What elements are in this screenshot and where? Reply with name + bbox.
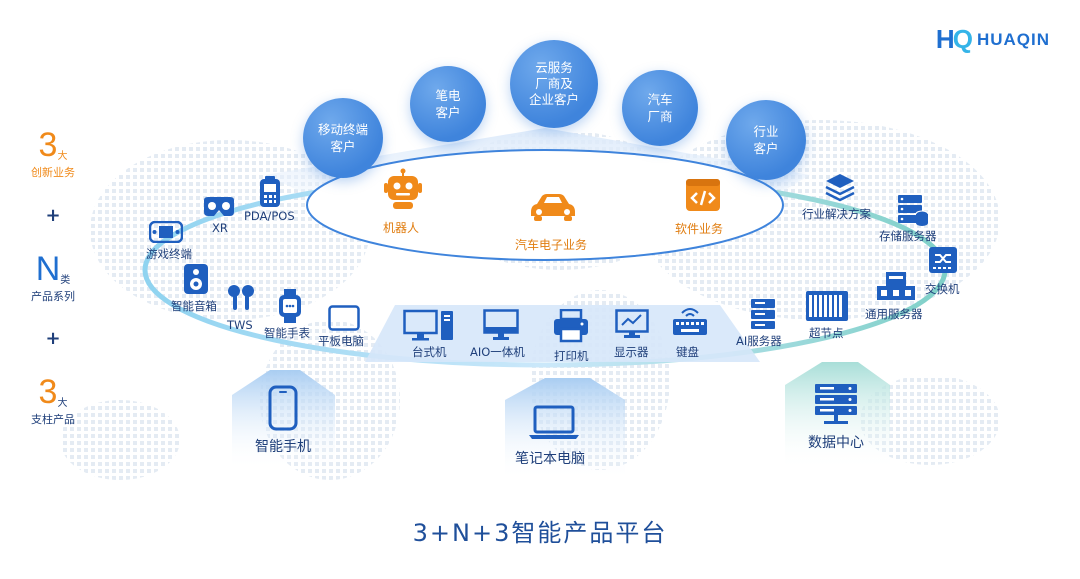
smartwatch-label: 智能手表 xyxy=(264,326,310,340)
left-block-innovation: 3大 创新业务 xyxy=(18,128,88,180)
monitor-icon xyxy=(615,309,649,339)
ai-server-icon xyxy=(750,298,776,330)
pda-pos-label: PDA/POS xyxy=(244,209,295,223)
keyboard-label: 键盘 xyxy=(676,345,699,359)
supernode-icon xyxy=(805,290,849,322)
customer-laptop: 笔电 客户 xyxy=(410,66,486,142)
brand-mark: HQ xyxy=(935,24,973,54)
supernode-label: 超节点 xyxy=(809,326,844,340)
brand-logo: HQ HUAQIN xyxy=(936,24,1050,55)
aio-label: AIO一体机 xyxy=(470,345,525,359)
car-icon xyxy=(527,192,579,222)
printer-icon xyxy=(553,309,589,343)
software-label: 软件业务 xyxy=(675,222,724,236)
aio-computer-icon xyxy=(483,309,519,341)
game-label: 游戏终端 xyxy=(146,247,192,261)
gamepad-icon xyxy=(149,221,183,243)
left-label-pillars: 支柱产品 xyxy=(31,413,75,426)
desktop-label: 台式机 xyxy=(412,345,447,359)
ai-server-label: AI服务器 xyxy=(736,334,782,348)
customer-auto: 汽车 厂商 xyxy=(622,70,698,146)
robot-icon xyxy=(383,168,423,210)
datacenter-label: 数据中心 xyxy=(808,435,864,451)
tablet-label: 平板电脑 xyxy=(318,334,364,348)
general-server-label: 通用服务器 xyxy=(865,307,923,321)
datacenter-icon xyxy=(814,383,858,425)
left-block-series: N类 产品系列 xyxy=(18,252,88,304)
monitor-label: 显示器 xyxy=(614,345,649,359)
left-label-innovation: 创新业务 xyxy=(31,166,75,179)
customer-industry: 行业 客户 xyxy=(726,100,806,180)
tablet-icon xyxy=(328,305,360,331)
desktop-icon xyxy=(403,309,455,341)
printer-label: 打印机 xyxy=(554,349,589,363)
code-icon xyxy=(685,178,721,212)
general-server-icon xyxy=(876,271,916,301)
laptop-icon xyxy=(528,405,580,441)
smartphone-label: 智能手机 xyxy=(255,439,311,455)
pillar-phone xyxy=(232,370,335,470)
layers-icon xyxy=(824,172,856,202)
left-label-series: 产品系列 xyxy=(31,290,75,303)
pos-terminal-icon xyxy=(259,176,281,208)
laptop-label: 笔记本电脑 xyxy=(515,451,585,467)
smart-speaker-label: 智能音箱 xyxy=(171,299,217,313)
switch-icon xyxy=(928,246,958,274)
earbuds-icon xyxy=(226,282,256,312)
brand-name: HUAQIN xyxy=(976,29,1050,49)
smartwatch-icon xyxy=(278,289,302,323)
plus-sign: + xyxy=(45,328,61,349)
page-title: 3+N+3智能产品平台 xyxy=(412,519,668,547)
smartphone-icon xyxy=(268,385,298,431)
customer-cloud: 云服务 厂商及 企业客户 xyxy=(510,40,598,128)
speaker-icon xyxy=(183,263,209,295)
pillar-laptop xyxy=(505,378,625,480)
industry-solution-label: 行业解决方案 xyxy=(802,207,871,221)
customer-mobile: 移动终端 客户 xyxy=(303,98,383,178)
robot-label: 机器人 xyxy=(383,221,420,235)
wireless-keyboard-icon xyxy=(672,305,708,337)
xr-label: XR xyxy=(212,221,228,235)
storage-server-label: 存储服务器 xyxy=(879,229,937,243)
storage-server-icon xyxy=(897,194,929,226)
plus-sign: + xyxy=(45,205,61,226)
vr-headset-icon xyxy=(202,196,236,218)
switch-label: 交换机 xyxy=(925,282,960,296)
left-block-pillars: 3大 支柱产品 xyxy=(18,375,88,427)
auto-electronics-label: 汽车电子业务 xyxy=(515,238,588,252)
tws-label: TWS xyxy=(227,318,253,332)
